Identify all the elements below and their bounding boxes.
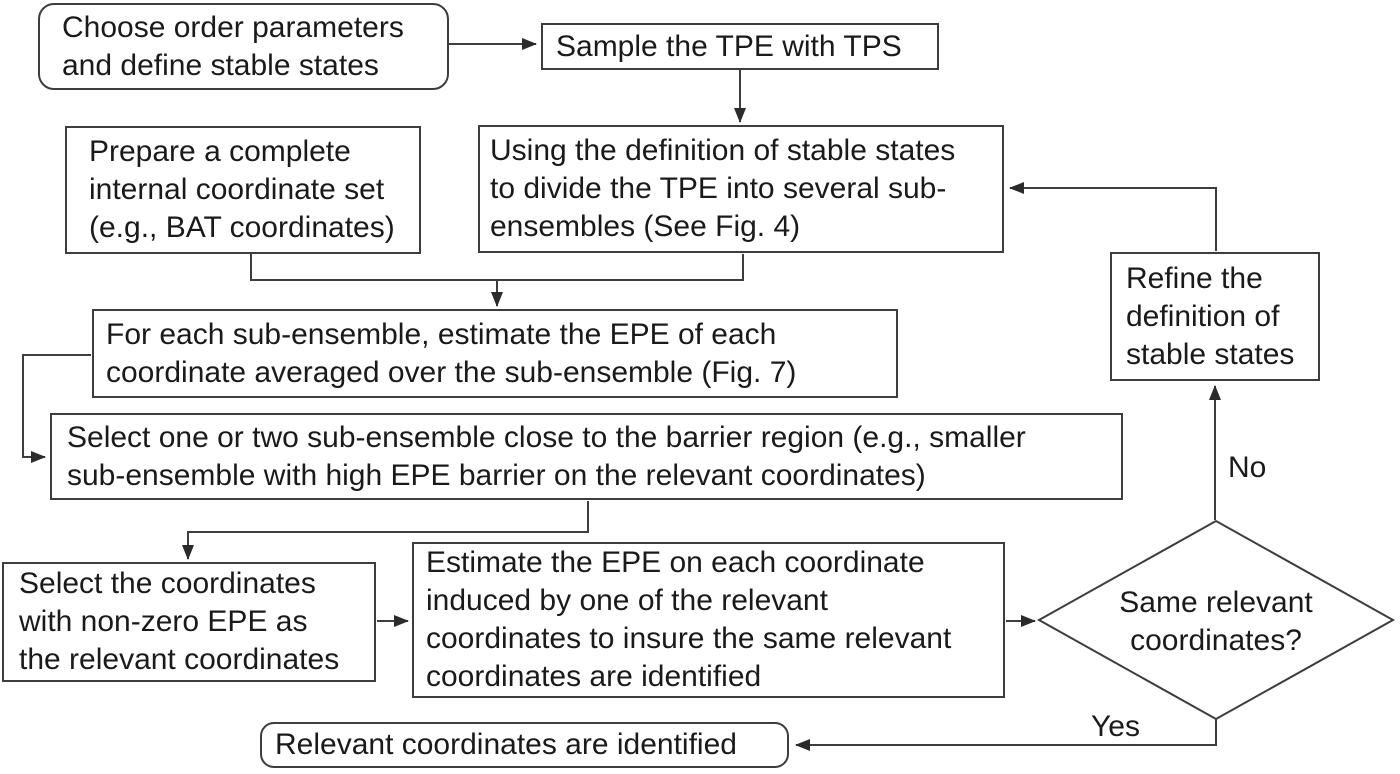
node-divide-tpe-into-sub-ensembles: Using the definition of stable states to… bbox=[478, 125, 1004, 253]
node-choose-order-parameters: Choose order parameters and define stabl… bbox=[38, 3, 449, 90]
decision-diamond bbox=[1036, 519, 1396, 721]
node-relevant-coordinates-identified: Relevant coordinates are identified bbox=[260, 722, 789, 768]
connector-prepare-divide-merge bbox=[250, 254, 744, 281]
arrow-select-sub-to-select-coords bbox=[182, 501, 589, 560]
node-select-nonzero-epe-coordinates: Select the coordinates with non-zero EPE… bbox=[2, 562, 376, 682]
node-refine-stable-states: Refine the definition of stable states bbox=[1110, 252, 1320, 381]
edge-label-no: No bbox=[1228, 451, 1267, 484]
node-estimate-induced-epe: Estimate the EPE on each coordinate indu… bbox=[412, 542, 1005, 698]
node-prepare-internal-coordinates: Prepare a complete internal coordinate s… bbox=[65, 126, 421, 254]
edge-label-yes: Yes bbox=[1091, 710, 1140, 743]
decision-same-relevant-coordinates-label: Same relevant coordinates? bbox=[1119, 586, 1313, 657]
node-select-sub-ensemble-near-barrier: Select one or two sub-ensemble close to … bbox=[50, 413, 1123, 500]
arrow-decision-yes-to-identified bbox=[795, 718, 1217, 751]
node-estimate-epe-per-sub-ensemble: For each sub-ensemble, estimate the EPE … bbox=[92, 309, 898, 398]
node-sample-tpe-with-tps: Sample the TPE with TPS bbox=[541, 23, 939, 70]
arrow-estimate-epe-to-select-sub bbox=[22, 354, 91, 463]
arrow-refine-to-divide bbox=[1009, 182, 1217, 251]
